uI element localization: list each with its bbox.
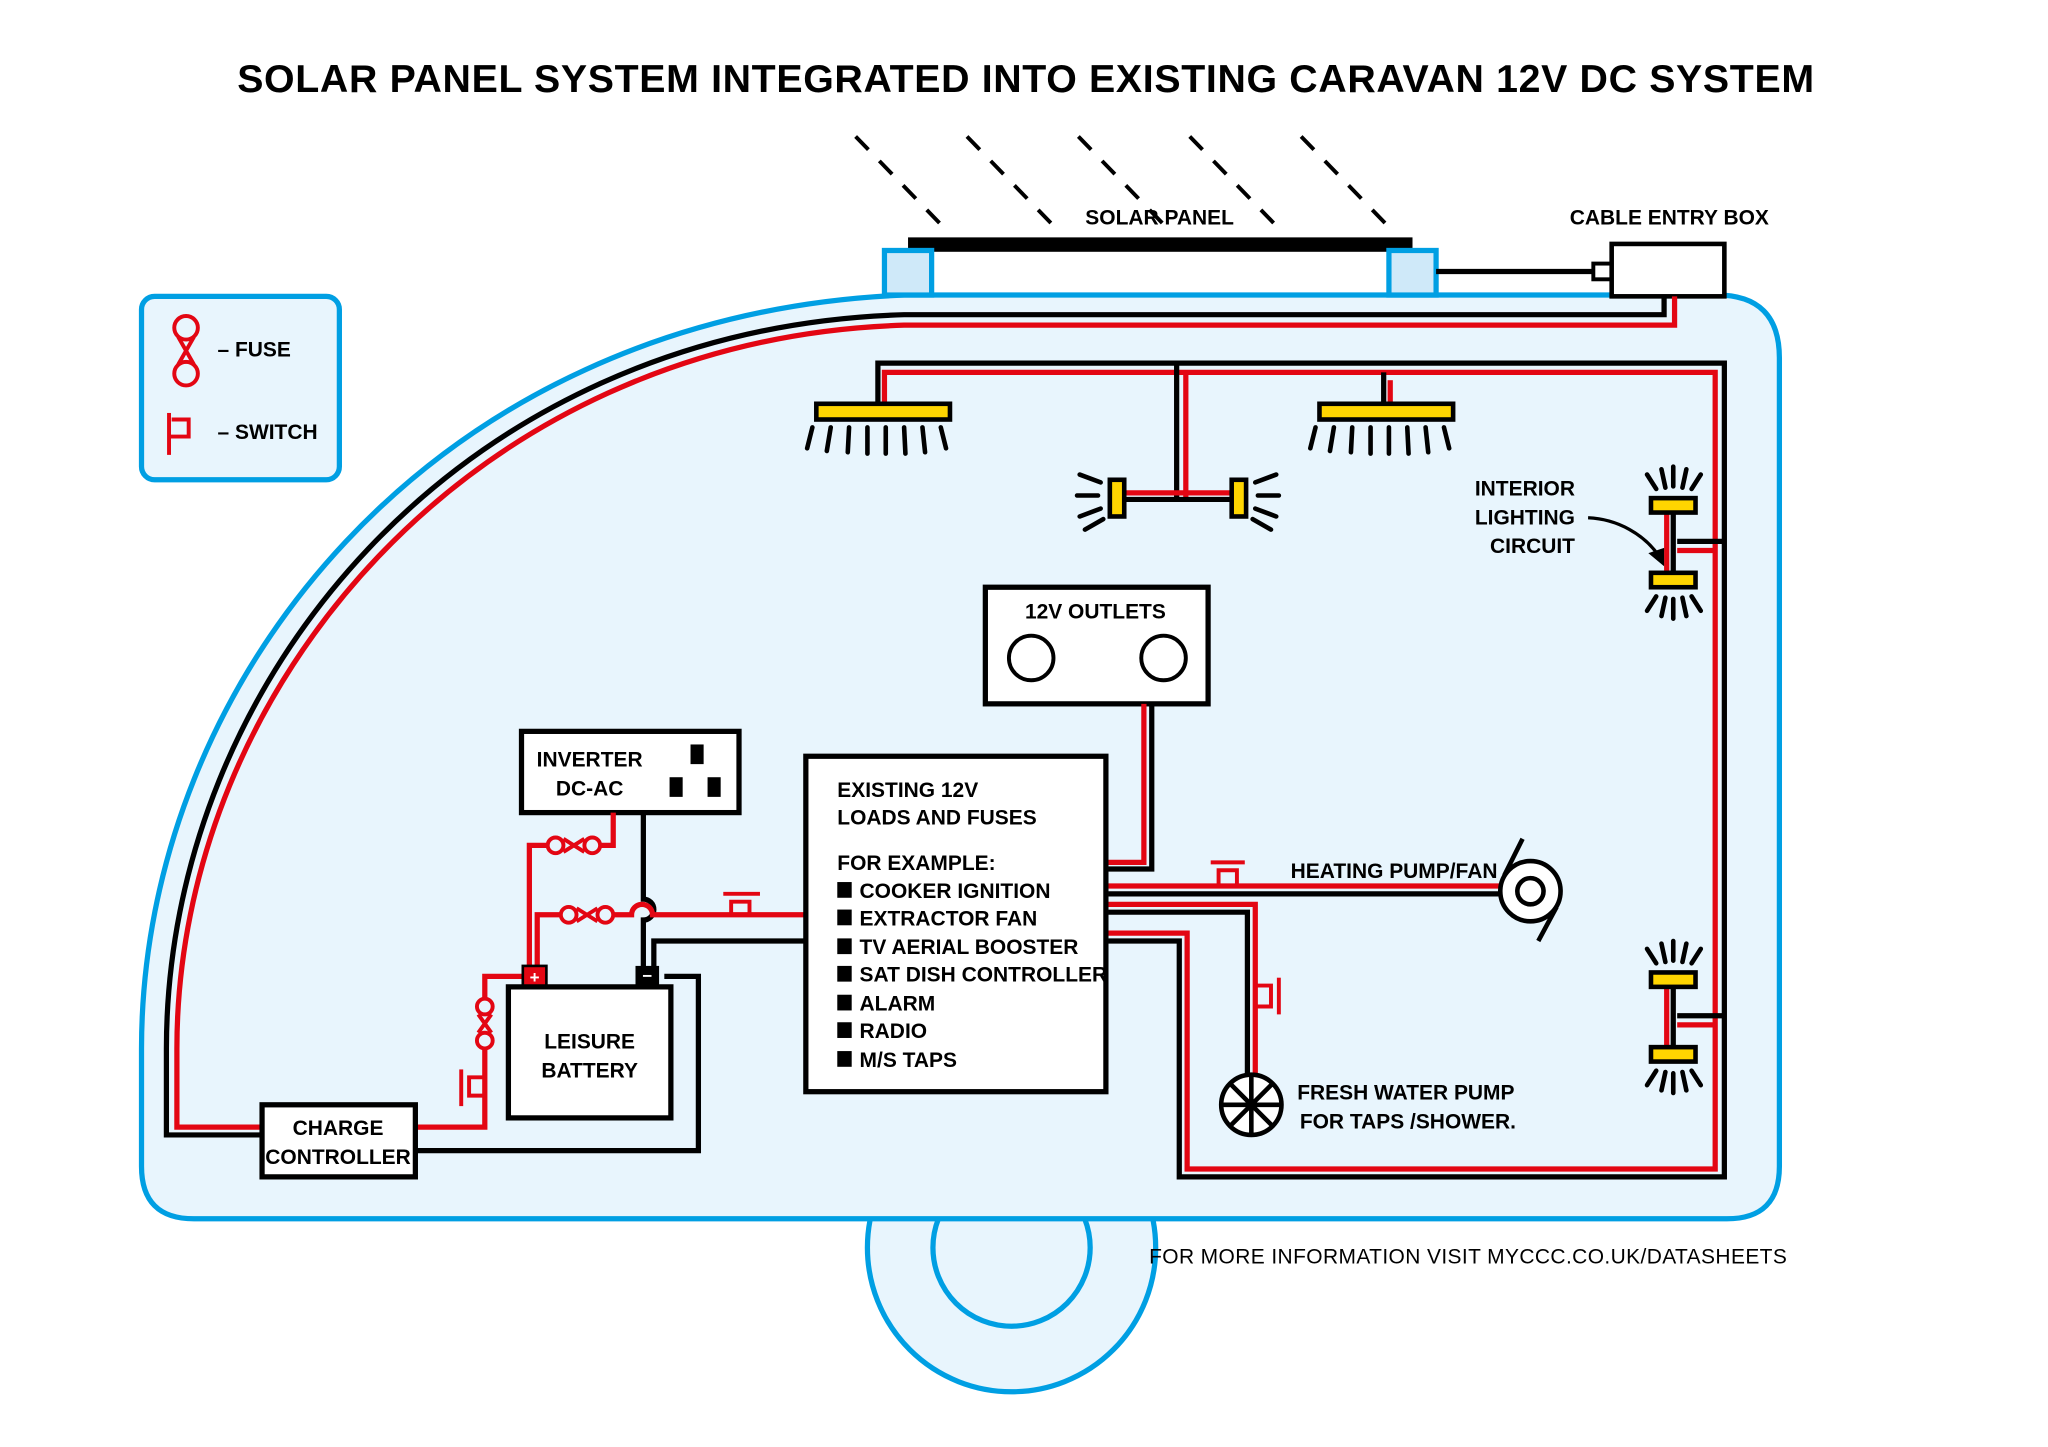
pump-wheel-icon	[1218, 1072, 1284, 1138]
existing-loads-box: EXISTING 12V LOADS AND FUSES FOR EXAMPLE…	[803, 753, 1109, 1095]
footer-info: FOR MORE INFORMATION VISIT MYCCC.CO.UK/D…	[1149, 1245, 1787, 1268]
outlets-label: 12V OUTLETS	[1025, 601, 1166, 624]
right-lamp-lower-pair	[1644, 938, 1704, 1096]
arrow-icon	[1588, 516, 1661, 557]
fan-icon	[1498, 837, 1563, 943]
fuse-icon-loads	[558, 904, 616, 925]
lighting-circuit-wires	[875, 360, 1727, 1180]
interior-lighting-label-2: LIGHTING	[1475, 506, 1575, 529]
switch-icon-water	[1255, 977, 1281, 1015]
legend-fuse-label: – FUSE	[218, 339, 291, 362]
battery-negative-terminal: −	[642, 967, 652, 986]
switch-icon-charge	[459, 1069, 485, 1107]
switch-icon-heating	[1210, 860, 1245, 886]
charge-controller-label-2: CONTROLLER	[265, 1146, 411, 1169]
load-item: M/S TAPS	[860, 1049, 957, 1072]
solar-panel: SOLAR PANEL	[881, 206, 1439, 298]
outlet-socket-icon	[1139, 633, 1188, 683]
load-item: RADIO	[860, 1020, 928, 1043]
inverter: INVERTER DC-AC	[518, 728, 742, 816]
heating-pump-fan: HEATING PUMP/FAN	[1108, 837, 1563, 943]
diagram-title: SOLAR PANEL SYSTEM INTEGRATED INTO EXIST…	[237, 57, 1815, 101]
wall-lamp-pair	[1074, 472, 1282, 532]
battery-label-1: LEISURE	[544, 1030, 635, 1053]
heating-label: HEATING PUMP/FAN	[1291, 860, 1498, 883]
leisure-battery: + − LEISURE BATTERY	[505, 964, 674, 1121]
switch-icon-loads	[723, 891, 760, 915]
interior-lighting-label-3: CIRCUIT	[1490, 535, 1575, 558]
cable-entry-box-label: CABLE ENTRY BOX	[1570, 206, 1769, 229]
load-item: COOKER IGNITION	[860, 880, 1051, 903]
inverter-label-1: INVERTER	[537, 749, 643, 772]
load-item: ALARM	[860, 992, 936, 1015]
fuse-icon-inverter	[545, 835, 603, 856]
load-item: SAT DISH CONTROLLER	[860, 964, 1108, 987]
ceiling-lamp-left	[804, 401, 953, 456]
panel-mount-right	[1386, 247, 1439, 298]
loads-subheading: FOR EXAMPLE:	[837, 852, 995, 875]
battery-positive-terminal: +	[530, 968, 540, 987]
legend-switch-label: – SWITCH	[218, 421, 318, 444]
battery-wiring	[416, 812, 805, 1154]
fuse-icon-battery	[474, 996, 495, 1051]
loads-list: COOKER IGNITION EXTRACTOR FAN TV AERIAL …	[837, 880, 1107, 1072]
fresh-water-pump: FRESH WATER PUMP FOR TAPS /SHOWER.	[1108, 901, 1516, 1138]
outlet-socket-icon	[1006, 633, 1056, 683]
load-item: TV AERIAL BOOSTER	[860, 936, 1079, 959]
12v-outlets: 12V OUTLETS	[982, 584, 1211, 872]
legend: – FUSE – SWITCH	[138, 293, 342, 483]
charge-controller: CHARGE CONTROLLER	[259, 1102, 418, 1180]
interior-lighting-callout: INTERIOR LIGHTING CIRCUIT	[1475, 478, 1665, 567]
solar-feed-cable	[163, 296, 1678, 1138]
interior-lighting-label-1: INTERIOR	[1475, 478, 1575, 501]
ac-socket-icon	[669, 744, 721, 797]
inverter-label-2: DC-AC	[556, 778, 624, 801]
panel-mount-left	[881, 247, 935, 298]
cable-entry-box: CABLE ENTRY BOX	[1436, 206, 1769, 299]
right-lamp-upper-pair	[1644, 464, 1704, 621]
load-item: EXTRACTOR FAN	[860, 907, 1038, 930]
fuse-icon	[172, 314, 200, 388]
water-pump-label-1: FRESH WATER PUMP	[1297, 1082, 1514, 1105]
charge-controller-label-1: CHARGE	[293, 1117, 384, 1140]
solar-panel-label: SOLAR PANEL	[1085, 206, 1234, 229]
water-pump-label-2: FOR TAPS /SHOWER.	[1300, 1110, 1516, 1133]
ceiling-lamp-right	[1308, 401, 1456, 456]
switch-icon	[167, 412, 191, 455]
loads-heading-1: EXISTING 12V	[837, 779, 978, 802]
loads-heading-2: LOADS AND FUSES	[837, 806, 1036, 829]
battery-label-2: BATTERY	[541, 1059, 638, 1082]
